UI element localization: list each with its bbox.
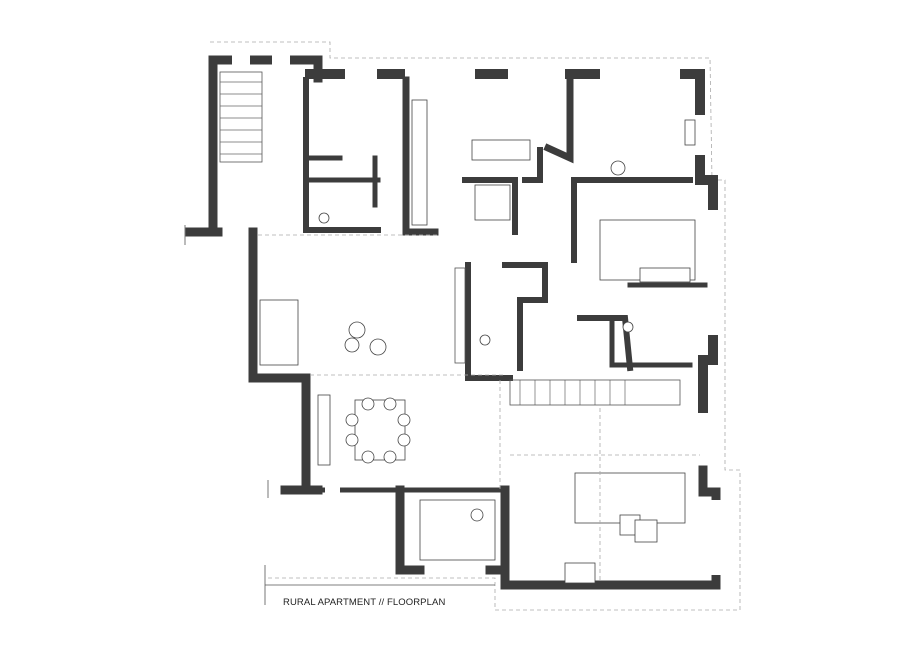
interior-walls bbox=[303, 76, 708, 381]
stair bbox=[219, 71, 681, 406]
site-outline bbox=[184, 41, 741, 611]
furniture bbox=[259, 99, 696, 584]
drawing-caption: RURAL APARTMENT // FLOORPLAN bbox=[283, 597, 446, 608]
room-divisions bbox=[258, 234, 700, 580]
window-openings bbox=[232, 54, 722, 575]
